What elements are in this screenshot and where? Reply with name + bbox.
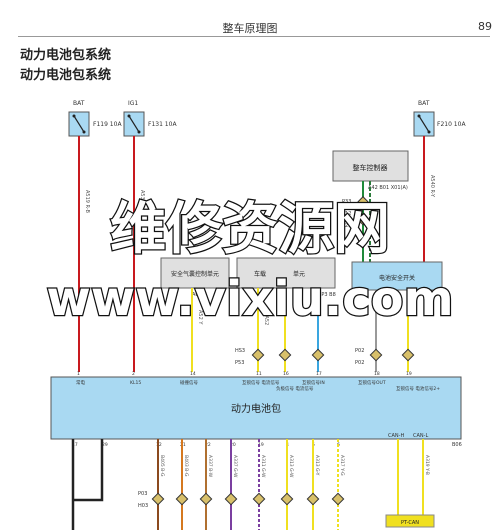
vehicle-label: 车载 [254,270,266,278]
airbag-pin: A6 B8 [192,292,207,298]
page-number: 89 [478,20,492,33]
header-divider [18,36,490,37]
pt-can-label: PT-CAN [401,520,419,526]
pack-pin: 1 [77,371,80,377]
wire-code: B405 B-G [159,455,165,477]
connector-label: P03 [138,491,147,497]
bottom-connectors [151,492,345,506]
pack-signal: KL15 [130,380,141,386]
pack-signal: 互锁信号IN [302,379,325,386]
fuse-rating: F210 10A [437,121,466,128]
wire-code: A540 R-Y [429,175,435,198]
vehicle-label-2: 单元 [293,270,305,278]
section-subtitle: 动力电池包系统 [20,68,112,83]
connector-label: H03 [138,503,148,509]
pt-can-bus-box [385,514,435,528]
connector-label: P02 [355,360,364,366]
watermark-url: www.vixiu.com [46,271,453,327]
pack-pin-bottom: 20 [230,442,236,448]
pack-pin: 2 [132,371,135,377]
wire-code: A311 G-W [260,455,266,478]
pack-signal: 负极信号 电流信号 [276,385,314,392]
pack-pin: 18 [374,371,380,377]
pin-label: P12 [342,211,351,217]
pack-pin: 19 [406,371,412,377]
connector-label: P53 [235,360,244,366]
battery-pack-label: 动力电池包 [231,402,281,415]
can-h-label: CAN-H [388,433,404,439]
vcu-pins: A42 B01 X01(A) [368,185,408,191]
fuse-f131: IG1 F131 10A A531 R- [123,100,177,372]
wire-code: B403 B-G [183,455,189,477]
pack-signal: 互锁信号 电流信号 [242,379,280,386]
fuse-f210: BAT F210 10A A540 R-Y [413,100,466,262]
wire-code: G A52 [263,310,269,325]
connector-label: P02 [355,348,364,354]
wire-code: A313 G-Y [314,455,320,476]
wire-code: A319 Y-B [424,455,430,475]
pack-signal: 互锁信号 电池信号2+ [396,385,440,392]
pack-signal: 碰撞信号 [180,379,198,386]
pack-pin-bottom: 29 [102,442,108,448]
pack-pin-bottom: 17 [72,442,78,448]
fuse-rating: F119 10A [93,121,122,128]
pack-pin-bottom: 19 [258,442,264,448]
fuse-f119: BAT F119 10A A519 R-B [68,100,122,372]
pack-signal: 互锁信号OUT [358,379,386,386]
battery-pack: 动力电池包 1 2 14 11 16 17 18 19 常电 KL15 碰撞信号… [50,371,462,448]
fuse-source-label: BAT [73,100,85,107]
airbag-label: 安全气囊控制单元 [171,270,219,278]
section-title: 动力电池包系统 [20,48,112,63]
fuse-rating: F131 10A [148,121,177,128]
wire-code: A531 R- [139,190,145,210]
page-header-title: 整车原理图 [222,22,278,35]
vcu-label: 整车控制器 [353,163,388,172]
pack-pin-bottom: 22 [205,442,211,448]
fuse-source-label: BAT [418,100,430,107]
fuse-source-label: IG1 [128,100,138,107]
bottom-wire-codes: B405 B-G B403 B-G A337 B-W A337 G-W A311… [159,455,430,478]
pack-pin: 16 [283,371,289,377]
vehicle-pin-2: B97 P3 B8 [310,292,336,298]
wire-code: A313 G-W [288,455,294,478]
wire-code: A52 Y [197,310,203,325]
pin-label: B06 [452,442,462,448]
wire-code: A519 R-B [84,190,90,213]
watermark-cn: 维修资源网 [110,197,390,262]
pack-pin: 14 [190,371,196,377]
wire-code: A337 G-W [232,455,238,478]
safety-switch-label: 电池安全开关 [379,274,415,282]
can-l-label: CAN-L [413,433,428,439]
airbag-module: 安全气囊控制单元 A6 B8 A52 Y [160,257,230,372]
connector-label: HS3 [235,348,245,354]
pack-pin: 11 [256,371,262,377]
connector-row: HS3 P53 [235,348,415,366]
pack-pin: 17 [316,371,322,377]
pin-label: P23 [342,223,351,229]
pin-label: P33 [342,199,351,205]
wire-code: A317 Y-G [339,455,345,476]
pack-signal: 常电 [76,379,85,386]
vcu-module: 整车控制器 A42 B01 X01(A) P33 P12 P23 [332,150,409,262]
vehicle-pin: P22 [258,292,267,298]
wire-code: A337 B-W [207,455,213,478]
